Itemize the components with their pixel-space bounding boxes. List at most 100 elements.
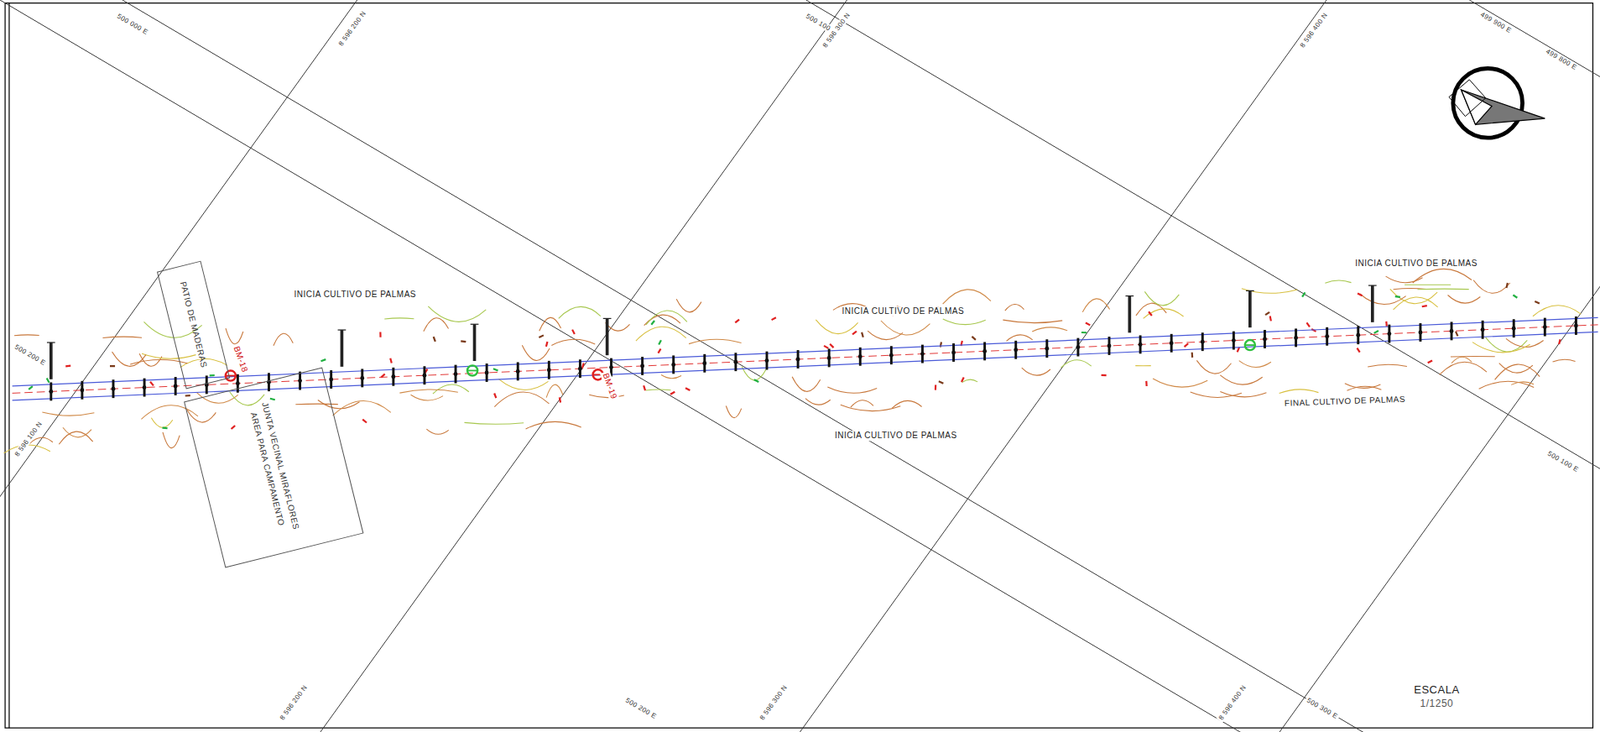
contour-line bbox=[1417, 288, 1470, 291]
contour-line bbox=[295, 403, 338, 406]
survey-mark bbox=[1184, 343, 1189, 347]
contour-line bbox=[1386, 276, 1423, 283]
pole-symbol bbox=[1014, 340, 1017, 360]
survey-mark bbox=[1237, 347, 1240, 353]
contour-line bbox=[539, 317, 562, 331]
contour-line bbox=[1495, 364, 1541, 380]
survey-mark bbox=[771, 317, 777, 320]
contour-line bbox=[225, 328, 244, 344]
contour-line bbox=[1196, 359, 1231, 374]
contour-line bbox=[867, 330, 903, 339]
pole-dot bbox=[173, 384, 178, 389]
compass-square bbox=[1448, 79, 1486, 117]
survey-mark bbox=[1422, 305, 1428, 307]
pole-dot bbox=[1324, 333, 1329, 339]
pole-symbol bbox=[734, 352, 737, 371]
pole-symbol bbox=[267, 372, 271, 391]
pole-dot bbox=[578, 366, 583, 371]
contour-line bbox=[1360, 293, 1407, 304]
station-tag bbox=[49, 342, 53, 380]
area-label: PATIO DE MADERAS bbox=[177, 280, 212, 370]
pole-symbol bbox=[205, 375, 209, 394]
pole-dot bbox=[1044, 346, 1049, 351]
benchmark-symbol bbox=[467, 364, 478, 376]
benchmark-symbol bbox=[225, 375, 236, 377]
pole-symbol bbox=[516, 361, 520, 381]
survey-mark bbox=[734, 319, 740, 324]
survey-mark bbox=[231, 425, 236, 429]
pole-symbol bbox=[454, 364, 458, 384]
frame bbox=[5, 3, 1593, 728]
pole-dot bbox=[951, 350, 956, 355]
contour-line bbox=[1448, 294, 1481, 303]
survey-mark bbox=[390, 358, 392, 364]
grid-coordinate: 8 596 300 N bbox=[757, 682, 791, 723]
pole-dot bbox=[671, 362, 676, 367]
contour-line bbox=[646, 389, 672, 391]
note-text: INICIA CULTIVO DE PALMAS bbox=[1353, 258, 1480, 269]
survey-mark bbox=[1558, 338, 1560, 344]
pole-dot bbox=[1449, 328, 1455, 334]
pole-dot bbox=[547, 367, 552, 372]
contour-line bbox=[423, 317, 449, 332]
survey-mark bbox=[460, 339, 466, 343]
survey-mark bbox=[1148, 311, 1152, 316]
compass-arrow bbox=[1461, 89, 1546, 125]
contour-line bbox=[1005, 304, 1025, 312]
pole-symbol bbox=[1045, 338, 1048, 358]
contour-line bbox=[840, 404, 902, 411]
pole-dot bbox=[79, 387, 84, 392]
pole-dot bbox=[1231, 338, 1236, 343]
pole-dot bbox=[920, 351, 925, 356]
pole-dot bbox=[235, 380, 240, 386]
pole-dot bbox=[453, 371, 459, 376]
pole-symbol bbox=[1325, 327, 1329, 346]
contour-line bbox=[1473, 280, 1511, 294]
survey-mark bbox=[1395, 295, 1401, 298]
contour-line bbox=[521, 344, 550, 360]
pole-symbol bbox=[859, 347, 862, 366]
station-tag bbox=[1128, 296, 1132, 334]
contour-line bbox=[1060, 359, 1091, 368]
station-tag bbox=[1125, 295, 1134, 297]
contour-line bbox=[1031, 327, 1068, 332]
pole-symbol bbox=[1481, 320, 1485, 339]
survey-mark bbox=[1385, 321, 1388, 327]
pole-dot bbox=[1511, 326, 1517, 331]
pole-dot bbox=[796, 357, 801, 362]
station-tag bbox=[470, 323, 480, 325]
survey-mark bbox=[823, 345, 829, 349]
survey-mark bbox=[270, 398, 276, 400]
pole-symbol bbox=[1263, 329, 1267, 349]
survey-mark bbox=[754, 379, 759, 382]
pole-symbol bbox=[1076, 338, 1079, 357]
note-text: INICIA CULTIVO DE PALMAS bbox=[840, 306, 967, 317]
pole-dot bbox=[640, 364, 645, 369]
survey-mark bbox=[1428, 359, 1433, 363]
benchmark-symbol bbox=[225, 370, 236, 381]
pole-dot bbox=[204, 382, 209, 387]
contour-line bbox=[605, 322, 631, 331]
contour-line bbox=[130, 359, 188, 364]
contour-line bbox=[112, 351, 146, 366]
contour-line bbox=[14, 333, 40, 336]
pole-symbol bbox=[641, 356, 644, 376]
survey-mark bbox=[651, 320, 655, 325]
pole-dot bbox=[515, 369, 521, 374]
pole-symbol bbox=[1543, 317, 1547, 337]
survey-mark bbox=[1374, 330, 1379, 334]
contour-line bbox=[41, 411, 94, 416]
survey-mark bbox=[494, 393, 496, 399]
survey-mark bbox=[1357, 293, 1362, 297]
grid-coordinate: 500 200 E bbox=[12, 342, 50, 368]
grid-coordinate: 499 900 E bbox=[1477, 10, 1515, 36]
scale-value: 1/1250 bbox=[1418, 698, 1456, 710]
pole-dot bbox=[484, 370, 490, 376]
survey-mark bbox=[657, 348, 661, 353]
contour-line bbox=[1412, 268, 1472, 283]
survey-mark bbox=[1145, 380, 1148, 386]
contour-lines bbox=[3, 268, 1581, 454]
pole-symbol bbox=[1574, 316, 1578, 335]
pole-dot bbox=[328, 377, 334, 382]
